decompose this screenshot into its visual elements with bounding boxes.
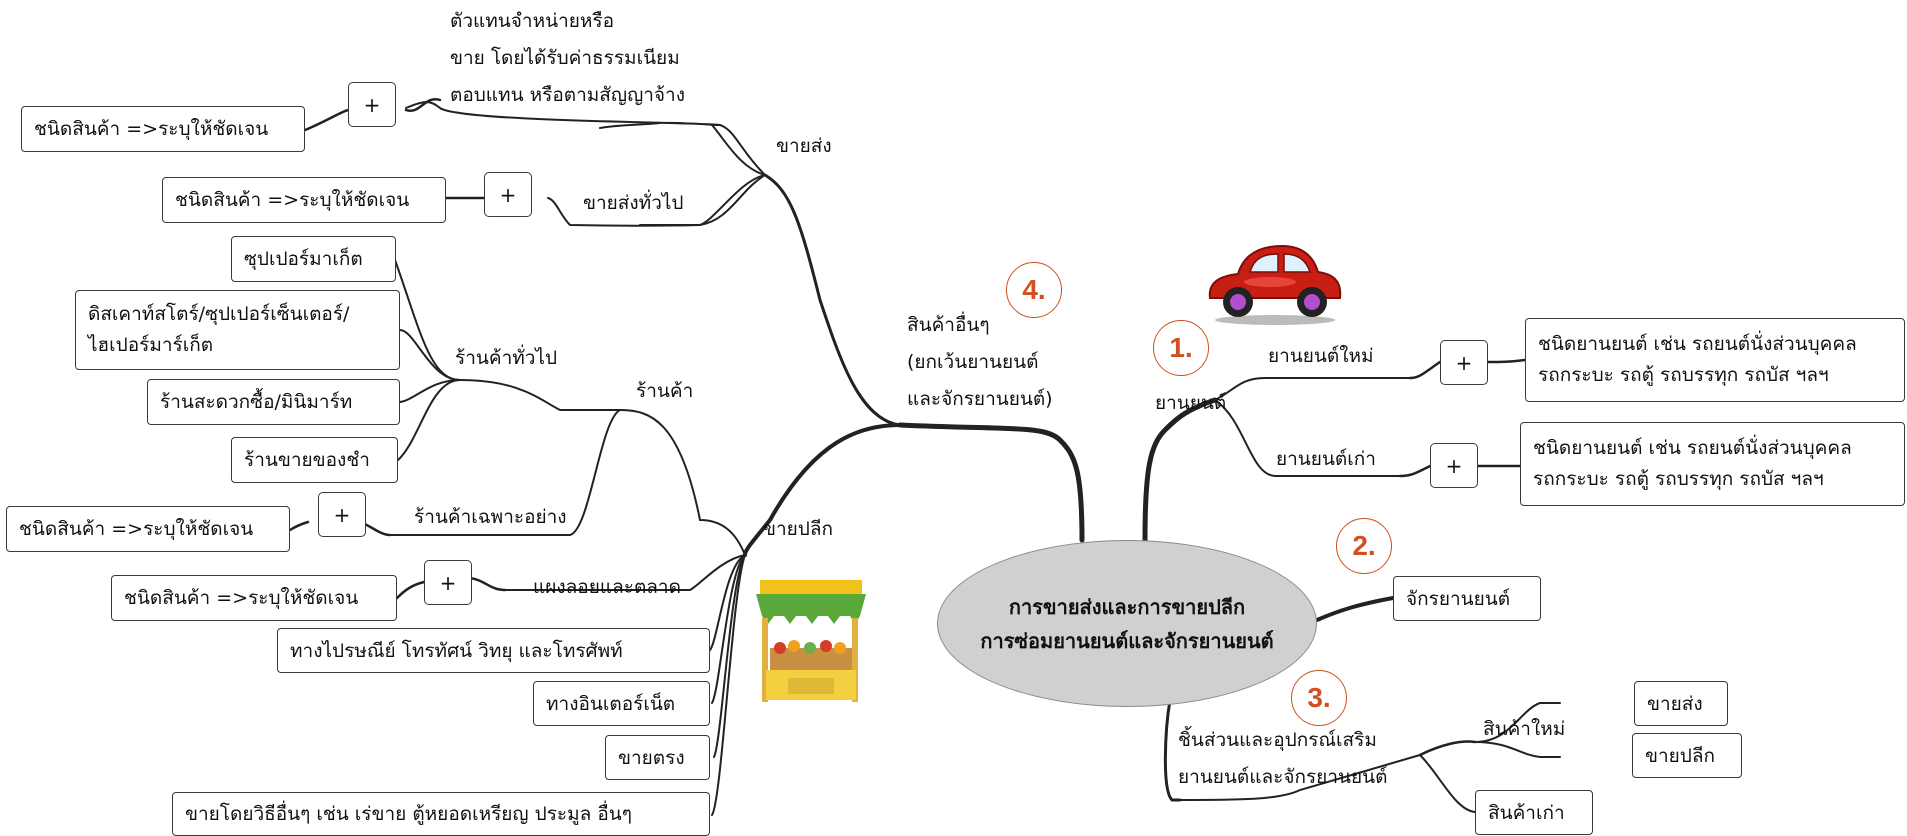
parts-used-node: สินค้าเก่า <box>1475 790 1593 835</box>
parts-wholesale-node: ขายส่ง <box>1634 681 1728 726</box>
wholesale-agent-line3: ตอบแทน หรือตามสัญญาจ้าง <box>450 84 686 106</box>
other-goods-line1: สินค้าอื่นๆ <box>907 314 990 336</box>
number-badge-3: 3. <box>1291 670 1347 726</box>
mail-phone-node: ทางไปรษณีย์ โทรทัศน์ วิทยุ และโทรศัพท์ <box>277 628 710 673</box>
retail-label: ขายปลีก <box>763 518 833 540</box>
center-title-line1: การขายส่งและการขายปลีก <box>1008 594 1246 619</box>
market-stall-icon <box>752 578 870 708</box>
internet-node: ทางอินเตอร์เน็ต <box>533 681 710 726</box>
vehicles-label: ยานยนต์ <box>1155 392 1227 414</box>
number-badge-1: 1. <box>1153 320 1209 376</box>
general-goods-node: ชนิดสินค้า =>ระบุให้ชัดเจน <box>162 177 446 223</box>
other-goods-label: สินค้าอื่นๆ (ยกเว้นยานยนต์ และจักรยานยนต… <box>907 307 1053 418</box>
new-vehicles-detail-line1: ชนิดยานยนต์ เช่น รถยนต์นั่งส่วนบุคคล <box>1538 333 1857 355</box>
discount-store-node: ดิสเคาท์สโตร์/ซุปเปอร์เซ็นเตอร์/ ไฮเปอร์… <box>75 290 400 370</box>
wholesale-agent-line1: ตัวแทนจำหน่ายหรือ <box>450 10 615 32</box>
agent-goods-node: ชนิดสินค้า =>ระบุให้ชัดเจน <box>21 106 305 152</box>
used-vehicles-label: ยานยนต์เก่า <box>1276 448 1376 470</box>
wholesale-label: ขายส่ง <box>776 135 832 157</box>
center-title-line2: การซ่อมยานยนต์และจักรยานยนต์ <box>980 628 1274 653</box>
store-label: ร้านค้า <box>636 380 694 402</box>
center-node: การขายส่งและการขายปลีก การซ่อมยานยนต์และ… <box>937 540 1317 707</box>
parts-retail-node: ขายปลีก <box>1632 733 1742 778</box>
convenience-store-node: ร้านสะดวกซื้อ/มินิมาร์ท <box>147 379 400 425</box>
wholesale-agent-line2: ขาย โดยได้รับค่าธรรมเนียม <box>450 47 680 69</box>
wholesale-agent-label: ตัวแทนจำหน่ายหรือ ขาย โดยได้รับค่าธรรมเน… <box>450 3 685 114</box>
new-vehicles-detail-line2: รถกระบะ รถตู้ รถบรรทุก รถบัส ฯลฯ <box>1538 364 1829 386</box>
number-badge-4: 4. <box>1006 262 1062 318</box>
parts-label-line1: ชิ้นส่วนและอุปกรณ์เสริม <box>1178 729 1377 751</box>
used-vehicles-detail-line1: ชนิดยานยนต์ เช่น รถยนต์นั่งส่วนบุคคล <box>1533 437 1852 459</box>
grocery-node: ร้านขายของชำ <box>231 437 398 483</box>
expand-general-goods-button[interactable]: + <box>484 172 532 217</box>
expand-agent-goods-button[interactable]: + <box>348 82 396 127</box>
stalls-label: แผงลอยและตลาด <box>533 576 681 598</box>
supermarket-node: ซุปเปอร์มาเก็ต <box>231 236 396 282</box>
discount-store-line2: ไฮเปอร์มาร์เก็ต <box>88 334 214 356</box>
number-badge-2: 2. <box>1336 518 1392 574</box>
motorcycles-node: จักรยานยนต์ <box>1393 576 1541 621</box>
new-vehicles-label: ยานยนต์ใหม่ <box>1268 345 1374 367</box>
expand-specialty-goods-button[interactable]: + <box>318 492 366 537</box>
used-vehicles-detail-line2: รถกระบะ รถตู้ รถบรรทุก รถบัส ฯลฯ <box>1533 468 1824 490</box>
used-vehicles-detail: ชนิดยานยนต์ เช่น รถยนต์นั่งส่วนบุคคล รถก… <box>1520 422 1905 506</box>
other-goods-line2: (ยกเว้นยานยนต์ <box>907 351 1039 373</box>
other-methods-node: ขายโดยวิธีอื่นๆ เช่น เร่ขาย ตู้หยอดเหรีย… <box>172 792 710 836</box>
wholesale-general-label: ขายส่งทั่วไป <box>583 192 684 214</box>
other-goods-line3: และจักรยานยนต์) <box>907 388 1053 410</box>
car-icon <box>1200 240 1350 325</box>
specialty-store-label: ร้านค้าเฉพาะอย่าง <box>414 506 567 528</box>
parts-label: ชิ้นส่วนและอุปกรณ์เสริม ยานยนต์และจักรยา… <box>1178 722 1387 796</box>
general-store-label: ร้านค้าทั่วไป <box>455 347 558 369</box>
stalls-goods-node: ชนิดสินค้า =>ระบุให้ชัดเจน <box>111 575 397 621</box>
parts-label-line2: ยานยนต์และจักรยานยนต์ <box>1178 766 1388 788</box>
direct-sales-node: ขายตรง <box>605 735 710 780</box>
parts-new-label: สินค้าใหม่ <box>1483 718 1566 740</box>
discount-store-line1: ดิสเคาท์สโตร์/ซุปเปอร์เซ็นเตอร์/ <box>88 303 350 325</box>
specialty-goods-node: ชนิดสินค้า =>ระบุให้ชัดเจน <box>6 506 290 552</box>
expand-stalls-goods-button[interactable]: + <box>424 560 472 605</box>
new-vehicles-detail: ชนิดยานยนต์ เช่น รถยนต์นั่งส่วนบุคคล รถก… <box>1525 318 1905 402</box>
expand-used-vehicles-button[interactable]: + <box>1430 443 1478 488</box>
expand-new-vehicles-button[interactable]: + <box>1440 340 1488 385</box>
